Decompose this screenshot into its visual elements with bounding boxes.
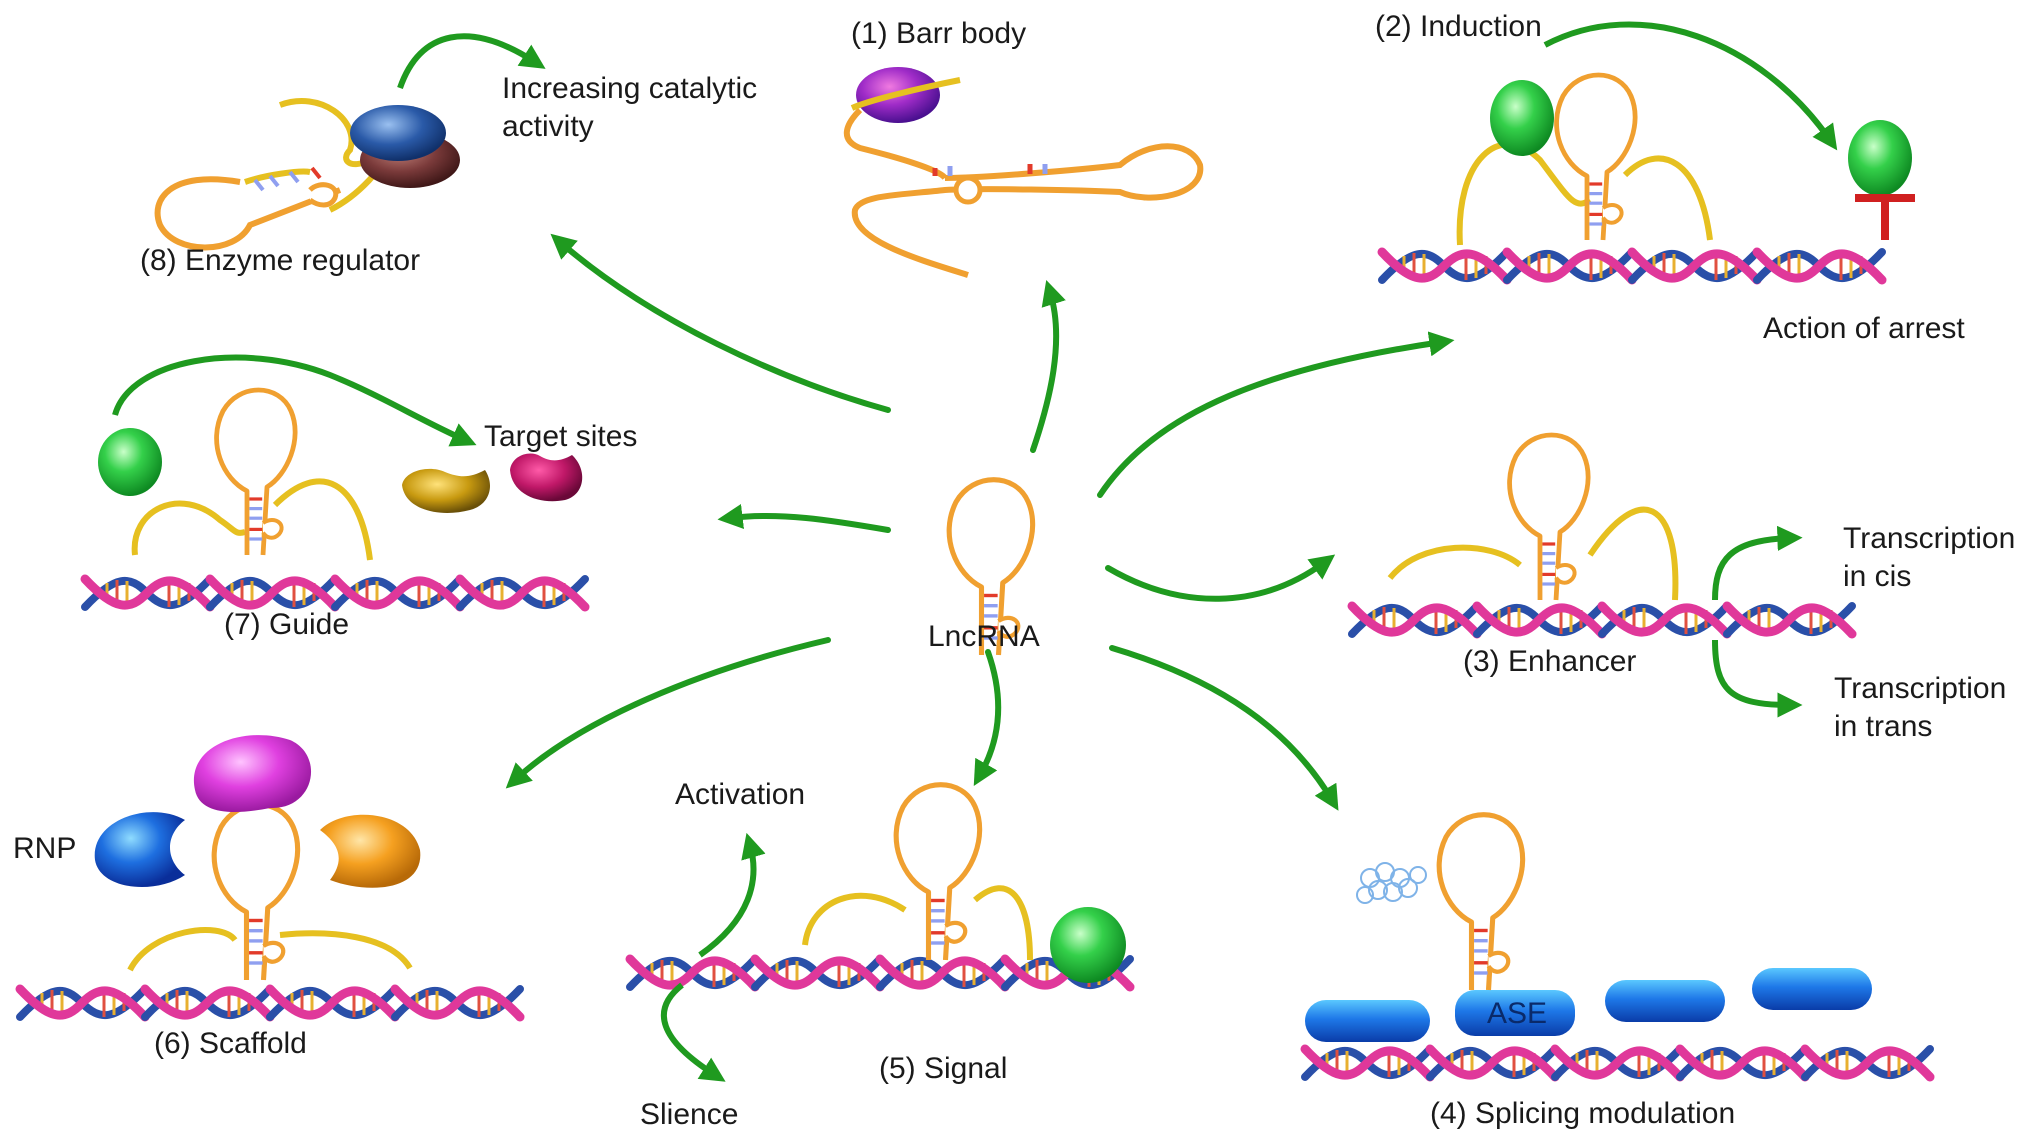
arrow-to-enhancer: [1105, 554, 1336, 602]
splice-factor-3: [1605, 980, 1725, 1022]
guide-title: (7) Guide: [224, 608, 350, 641]
arrow-to-barr-body: [1030, 279, 1066, 453]
panel-induction-figure: [1382, 21, 1915, 280]
green-protein-left: [1490, 80, 1554, 156]
arrow-trans: [1712, 639, 1803, 718]
signal-title: (5) Signal: [879, 1052, 1008, 1085]
panel-enhancer-figure: [1352, 435, 1852, 718]
panel-guide-figure: [85, 354, 585, 607]
scaffold-orange-protein: [320, 814, 421, 888]
enzyme-title: (8) Enzyme regulator: [140, 244, 421, 277]
arrow-to-guide: [717, 503, 891, 533]
splice-factor-4: [1752, 968, 1872, 1010]
activation-label: Activation: [675, 778, 806, 811]
arrow-to-signal: [973, 649, 1002, 786]
arrow-activation: [698, 832, 766, 958]
arrow-cis: [1712, 525, 1803, 601]
panel-barr-body-figure: [843, 67, 1204, 278]
action-of-arrest-label: Action of arrest: [1763, 312, 1965, 345]
enzyme-arrow: [397, 33, 546, 89]
arrow-to-enzyme: [550, 233, 891, 413]
ase-label: ASE: [1487, 997, 1548, 1030]
scaffold-magenta-protein: [193, 735, 312, 813]
induction-arrow: [1543, 21, 1838, 151]
target-sites-label: Target sites: [484, 420, 638, 453]
barr-body-title: (1) Barr body: [851, 17, 1027, 50]
guide-green-protein: [98, 428, 162, 496]
target-site-maroon: [510, 453, 583, 502]
panel-splicing-figure: [1305, 815, 1930, 1077]
arrow-to-splicing: [1109, 645, 1339, 811]
enhancer-title: (3) Enhancer: [1463, 645, 1637, 678]
arrow-to-scaffold: [505, 637, 831, 789]
protein-cluster: [1356, 862, 1427, 904]
enzyme-blue-subunit: [350, 105, 446, 161]
catalytic-activity-label: Increasing catalytic activity: [502, 72, 758, 143]
rnp-label: RNP: [13, 832, 77, 865]
pathway-arrows: [505, 233, 1455, 811]
arrow-silence: [661, 982, 726, 1082]
ase-box: [1455, 990, 1575, 1036]
splice-factor-1: [1305, 1000, 1430, 1042]
green-protein-right: [1848, 120, 1912, 196]
panel-scaffold-figure: [20, 735, 520, 1017]
center-lncrna-label: LncRNA: [928, 620, 1040, 653]
panel-enzyme-figure: [154, 33, 546, 251]
panel-signal-figure: [630, 785, 1130, 1082]
splicing-title: (4) Splicing modulation: [1430, 1097, 1736, 1130]
scaffold-blue-protein: [94, 812, 185, 887]
induction-title: (2) Induction: [1375, 10, 1542, 43]
target-site-gold: [402, 468, 490, 513]
transcription-trans-label: Transcription in trans: [1834, 672, 2007, 743]
guide-arrow: [112, 354, 477, 447]
arrow-to-induction: [1097, 331, 1455, 498]
scaffold-title: (6) Scaffold: [154, 1027, 307, 1060]
signal-green-protein: [1050, 907, 1126, 983]
transcription-cis-label: Transcription in cis: [1843, 522, 2016, 593]
silence-label: Slience: [640, 1098, 739, 1131]
